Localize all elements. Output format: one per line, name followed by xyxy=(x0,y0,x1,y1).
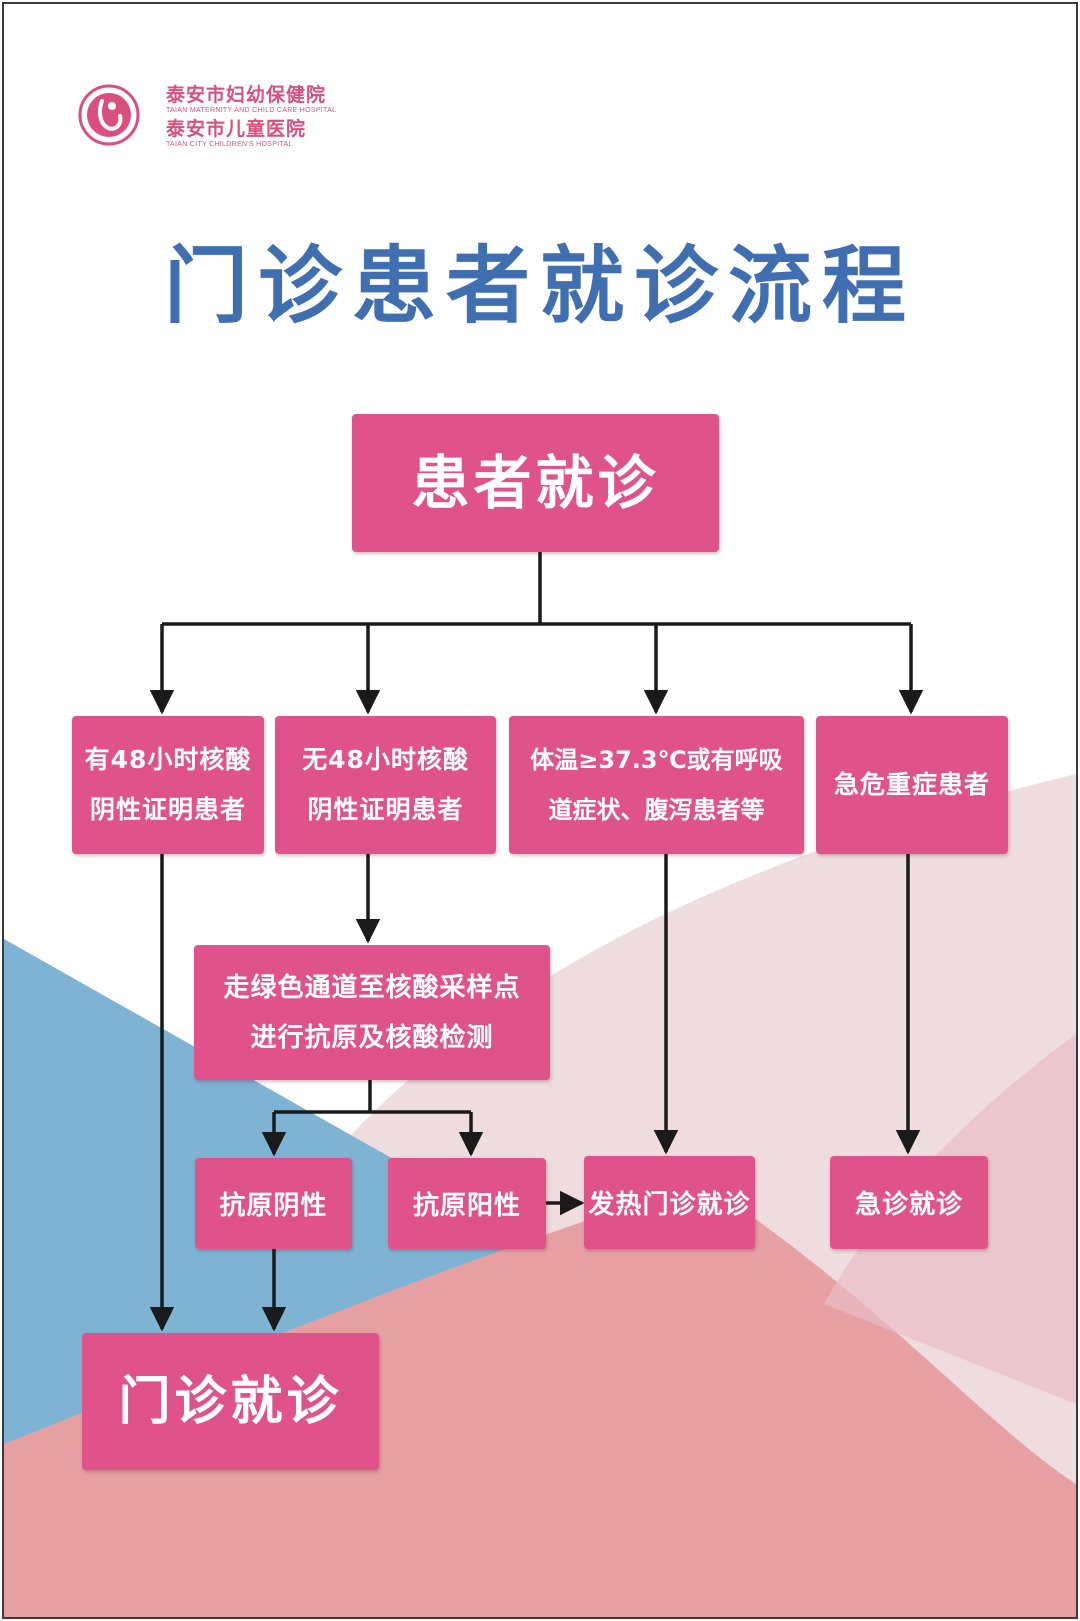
node-antigen-positive: 抗原阳性 xyxy=(388,1158,546,1249)
hospital-name-block: 泰安市妇幼保健院 TAIAN MATERNITY AND CHILD CARE … xyxy=(166,84,336,150)
node-fever-clinic: 发热门诊就诊 xyxy=(584,1156,755,1249)
node-outpatient-visit: 门诊就诊 xyxy=(82,1333,379,1470)
node-critical-patients: 急危重症患者 xyxy=(816,716,1008,854)
hospital-name-2: 泰安市儿童医院 xyxy=(166,118,307,140)
page-title: 门诊患者就诊流程 xyxy=(163,236,916,335)
node-antigen-negative: 抗原阴性 xyxy=(195,1158,352,1249)
hospital-name-1: 泰安市妇幼保健院 xyxy=(166,84,327,106)
node-without-48h-negative-proof: 无48小时核酸 阴性证明患者 xyxy=(275,716,496,854)
hospital-name-2-en: TAIAN CITY CHILDREN'S HOSPITAL xyxy=(166,141,293,148)
node-fever-symptoms: 体温≥37.3℃或有呼吸 道症状、腹泻患者等 xyxy=(509,716,804,854)
node-green-channel: 走绿色通道至核酸采样点 进行抗原及核酸检测 xyxy=(194,945,550,1080)
hospital-logo-icon xyxy=(78,84,140,146)
node-emergency: 急诊就诊 xyxy=(830,1156,988,1249)
node-with-48h-negative-proof: 有48小时核酸 阴性证明患者 xyxy=(72,716,264,854)
node-patient-visit: 患者就诊 xyxy=(352,414,719,552)
hospital-name-1-en: TAIAN MATERNITY AND CHILD CARE HOSPITAL xyxy=(166,107,337,114)
bg-pink-wave xyxy=(4,1184,1076,1617)
